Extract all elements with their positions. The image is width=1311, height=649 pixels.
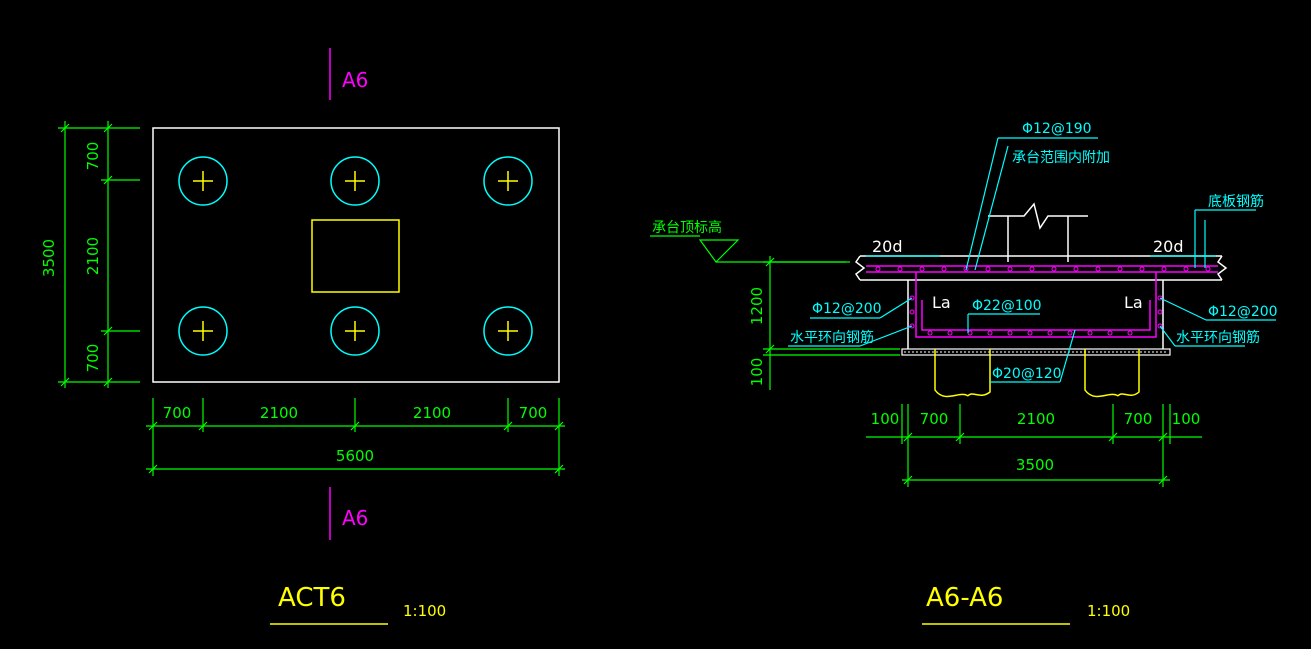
pile bbox=[178, 156, 228, 206]
la-left: La bbox=[932, 293, 951, 312]
cushion-layer bbox=[901, 348, 1171, 356]
height-dimension bbox=[763, 256, 900, 390]
plan-title: ACT6 bbox=[278, 583, 346, 613]
horiz-right: 水平环向钢筋 bbox=[1176, 329, 1260, 346]
left-dim-total: 3500 bbox=[40, 239, 58, 277]
rebar-cage bbox=[866, 265, 1218, 338]
bottom-dim-2100-right: 2100 bbox=[413, 404, 451, 422]
pile bbox=[483, 306, 533, 356]
section-dim-100-right: 100 bbox=[1172, 410, 1201, 428]
anchor-right: 20d bbox=[1153, 237, 1184, 256]
main-rebar: Φ22@100 bbox=[972, 298, 1042, 314]
height-dim: 1200 bbox=[748, 287, 766, 325]
bottom-dim-total: 5600 bbox=[336, 447, 374, 465]
bottom-plate-label: 底板钢筋 bbox=[1208, 193, 1264, 210]
plan-scale: 1:100 bbox=[403, 602, 446, 620]
left-dim-2100: 2100 bbox=[84, 237, 102, 275]
section-dim-2100: 2100 bbox=[1017, 410, 1055, 428]
horiz-left: 水平环向钢筋 bbox=[790, 329, 874, 346]
anchor-left: 20d bbox=[872, 237, 903, 256]
side-right-rebar: Φ12@200 bbox=[1208, 304, 1278, 320]
section-view: 承台顶标高 1200 100 bbox=[650, 121, 1278, 625]
section-bottom-dimension bbox=[866, 404, 1202, 487]
bottom-dim-700-left: 700 bbox=[163, 404, 192, 422]
bottom-rebar: Φ20@120 bbox=[992, 366, 1062, 382]
left-dim-700-top: 700 bbox=[84, 142, 102, 171]
top-elevation-label: 承台顶标高 bbox=[652, 219, 722, 236]
section-mark-bottom: A6 bbox=[342, 506, 368, 530]
la-right: La bbox=[1124, 293, 1143, 312]
section-scale: 1:100 bbox=[1087, 602, 1130, 620]
rebar-dots bbox=[875, 266, 1211, 336]
column bbox=[311, 219, 400, 293]
side-left-rebar: Φ12@200 bbox=[812, 301, 882, 317]
cover-dim: 100 bbox=[748, 358, 766, 387]
pile bbox=[483, 156, 533, 206]
section-mark-top: A6 bbox=[342, 68, 368, 92]
pile bbox=[178, 306, 228, 356]
elevation-marker bbox=[650, 235, 846, 263]
left-dim-700-bottom: 700 bbox=[84, 344, 102, 373]
section-title: A6-A6 bbox=[926, 583, 1003, 613]
section-dim-100-left: 100 bbox=[871, 410, 900, 428]
section-dim-700-left: 700 bbox=[920, 410, 949, 428]
pile-right bbox=[1084, 349, 1140, 398]
section-dim-700-right: 700 bbox=[1124, 410, 1153, 428]
section-dim-total: 3500 bbox=[1016, 456, 1054, 474]
rebar-top-label: Φ12@190 bbox=[1022, 121, 1092, 137]
column-stub bbox=[988, 202, 1088, 262]
pile-left bbox=[934, 349, 991, 398]
pile bbox=[330, 306, 380, 356]
leader-lines bbox=[788, 137, 1276, 383]
bottom-dim-700-right: 700 bbox=[519, 404, 548, 422]
left-dimension bbox=[58, 121, 140, 388]
bottom-dim-2100-left: 2100 bbox=[260, 404, 298, 422]
rebar-top-note: 承台范围内附加 bbox=[1012, 149, 1110, 166]
pile bbox=[330, 156, 380, 206]
plan-view: A6 A6 700 2100 700 3500 bbox=[40, 48, 565, 625]
pile-cap-outline bbox=[152, 127, 560, 383]
bottom-dimension bbox=[146, 398, 565, 476]
